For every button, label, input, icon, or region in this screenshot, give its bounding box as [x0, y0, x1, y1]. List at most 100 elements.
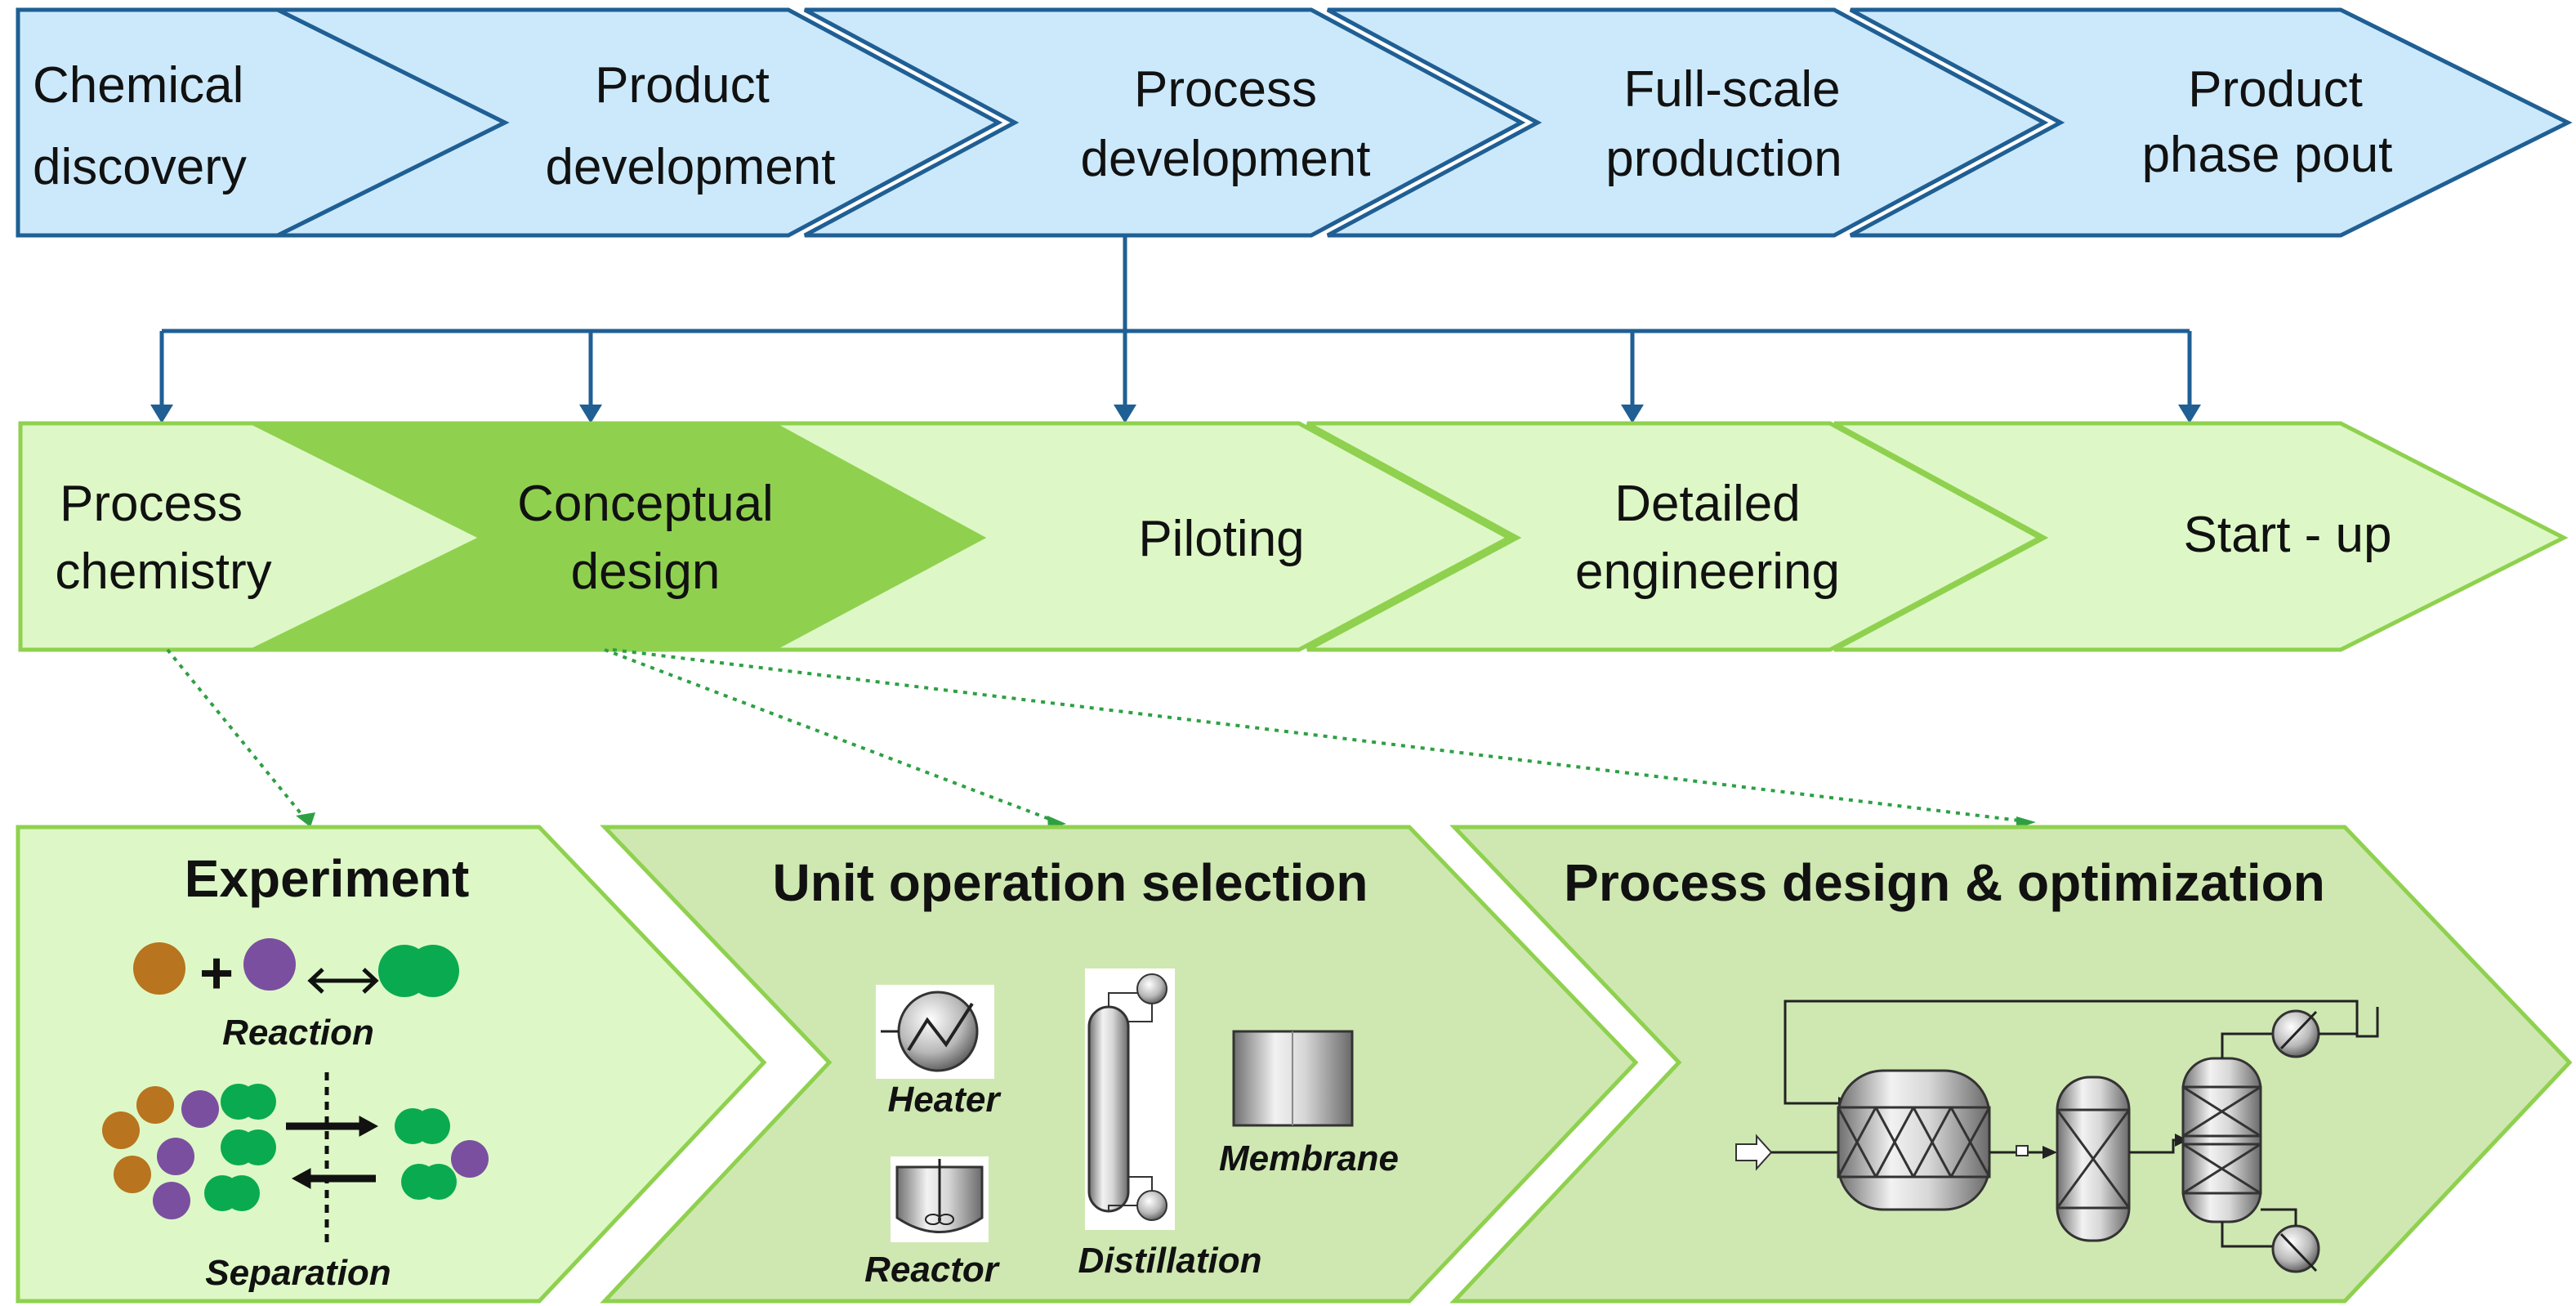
arrowhead-icon	[2175, 1134, 2188, 1147]
mid-stage-4-line1: Detailed	[1614, 476, 1800, 532]
mid-stage-1-line1: Process	[60, 476, 243, 532]
molecule-brown-icon	[102, 1111, 140, 1149]
recycle-stream	[1784, 1000, 2379, 1105]
molecule-brown-icon	[136, 1086, 174, 1124]
membrane-label: Membrane	[1219, 1138, 1399, 1179]
column-packing-pattern	[2182, 1085, 2261, 1195]
condenser-arrow	[2279, 1010, 2318, 1050]
reactor-label: Reactor	[864, 1250, 1001, 1290]
heater-label: Heater	[888, 1080, 1002, 1120]
catalyst-bed-pattern	[1837, 1107, 1991, 1178]
column-packing	[2181, 1085, 2262, 1138]
catalyst-bed-pattern	[2056, 1109, 2131, 1209]
reactor-agitator-blade	[938, 1214, 954, 1225]
molecule-green-dimer-icon	[204, 1084, 276, 1211]
heater-unit: Heater	[876, 985, 1002, 1120]
reactor-vessel-1-icon	[1837, 1069, 1991, 1211]
top-stage-5-line1: Product	[2188, 61, 2363, 118]
top-stage-3-line2: development	[1080, 131, 1370, 187]
reaction-illustration: + Reaction	[133, 938, 459, 1053]
arrowhead-icon	[296, 812, 315, 827]
top-stage-full-scale-production-shape	[1326, 7, 2049, 238]
membrane-unit: Membrane	[1219, 1030, 1399, 1179]
double-arrow-icon	[307, 968, 379, 994]
dotted-link-process-design	[612, 648, 2027, 823]
condenser-icon	[1136, 973, 1167, 1004]
distillation-label: Distillation	[1078, 1241, 1262, 1281]
dotted-link-experiment	[166, 648, 306, 819]
mid-stage-4-line2: engineering	[1575, 543, 1840, 600]
reboiler-return	[2261, 1208, 2297, 1226]
mid-stage-detailed-engineering-shape	[1306, 421, 2045, 652]
molecule-green-dimer-icon	[395, 1108, 457, 1200]
molecule-purple-icon	[243, 938, 296, 991]
top-row: Chemical discovery Product development P…	[16, 7, 2573, 238]
top-stage-2-line2: development	[545, 139, 835, 195]
molecule-brown-icon	[133, 942, 185, 995]
distillation-piping	[1108, 1205, 1137, 1211]
bottoms-stream	[2221, 1222, 2273, 1248]
molecule-green-dimer-icon	[378, 945, 459, 997]
plus-icon: +	[199, 941, 234, 1006]
distillation-piping	[1108, 992, 1137, 1007]
column-vessel-icon	[2181, 1057, 2262, 1223]
mid-stage-2-line1: Conceptual	[517, 476, 774, 532]
panel-experiment-shape	[16, 825, 767, 1304]
arrowhead-icon	[579, 405, 602, 423]
panel-unit-operation-title: Unit operation selection	[773, 853, 1368, 912]
middle-row: Process chemistry Conceptual design Pilo…	[18, 421, 2569, 652]
catalyst-bed	[2056, 1108, 2131, 1210]
process-flowsheet	[1735, 1000, 2379, 1273]
reaction-label: Reaction	[222, 1013, 374, 1053]
mid-stage-5-line1: Start - up	[2184, 507, 2392, 563]
top-stage-1-line2: discovery	[33, 139, 247, 195]
arrowhead-icon	[150, 405, 173, 423]
mid-stage-1-line2: chemistry	[55, 543, 271, 600]
panel-process-design-shape	[1449, 825, 2573, 1304]
arrowhead-icon	[2042, 1146, 2057, 1159]
distillation-unit: Distillation	[1078, 968, 1262, 1281]
top-stage-4-line1: Full-scale	[1623, 61, 1840, 118]
overhead-stream	[2221, 1032, 2273, 1058]
separation-label: Separation	[205, 1253, 391, 1293]
heater-coil	[907, 1002, 974, 1052]
panel-experiment-title: Experiment	[185, 849, 470, 908]
right-arrow-icon	[286, 1116, 379, 1137]
molecule-purple-icon	[153, 1182, 190, 1219]
arrowhead-icon	[1114, 405, 1136, 423]
top-stage-4-line2: production	[1605, 131, 1842, 187]
reboiler-arrow	[2279, 1232, 2318, 1272]
separation-illustration: Separation	[102, 1072, 489, 1293]
stream-tag-icon	[2016, 1145, 2029, 1156]
top-stage-2-line1: Product	[595, 57, 770, 114]
top-stage-3-line1: Process	[1134, 61, 1317, 118]
mid-stage-2-line2: design	[571, 543, 721, 600]
panel-process-design-title: Process design & optimization	[1564, 853, 2325, 912]
distillation-column-icon	[1087, 1005, 1130, 1213]
mid-stage-start-up-shape	[1833, 421, 2569, 652]
reactor-agitator-blade	[925, 1214, 941, 1225]
molecule-purple-icon	[181, 1090, 219, 1128]
top-stage-process-development-shape	[803, 7, 1526, 238]
dotted-links	[166, 648, 2027, 823]
reboiler-icon	[1136, 1190, 1167, 1221]
mid-stage-3-line1: Piloting	[1138, 511, 1304, 567]
mid-stage-piloting-shape	[770, 421, 1514, 652]
molecule-purple-icon	[157, 1138, 194, 1175]
distillation-piping	[1128, 1004, 1153, 1022]
feed-stream-icon	[1735, 1134, 1773, 1171]
dotted-link-unit-operation	[604, 648, 1056, 823]
top-stage-product-development-shape	[276, 7, 1003, 238]
molecule-brown-icon	[114, 1156, 151, 1193]
reactor-unit: Reactor	[864, 1156, 1001, 1290]
left-arrow-icon	[291, 1168, 376, 1189]
distillation-piping	[1128, 1176, 1153, 1191]
connector-arrowheads	[150, 405, 2201, 423]
molecule-purple-icon	[451, 1140, 489, 1178]
column-packing	[2181, 1143, 2262, 1195]
top-stage-5-line2: phase pout	[2142, 127, 2393, 183]
arrowhead-icon	[1621, 405, 1644, 423]
top-stage-1-line1: Chemical	[33, 57, 243, 114]
top-stage-product-phase-out-shape	[1849, 7, 2573, 238]
